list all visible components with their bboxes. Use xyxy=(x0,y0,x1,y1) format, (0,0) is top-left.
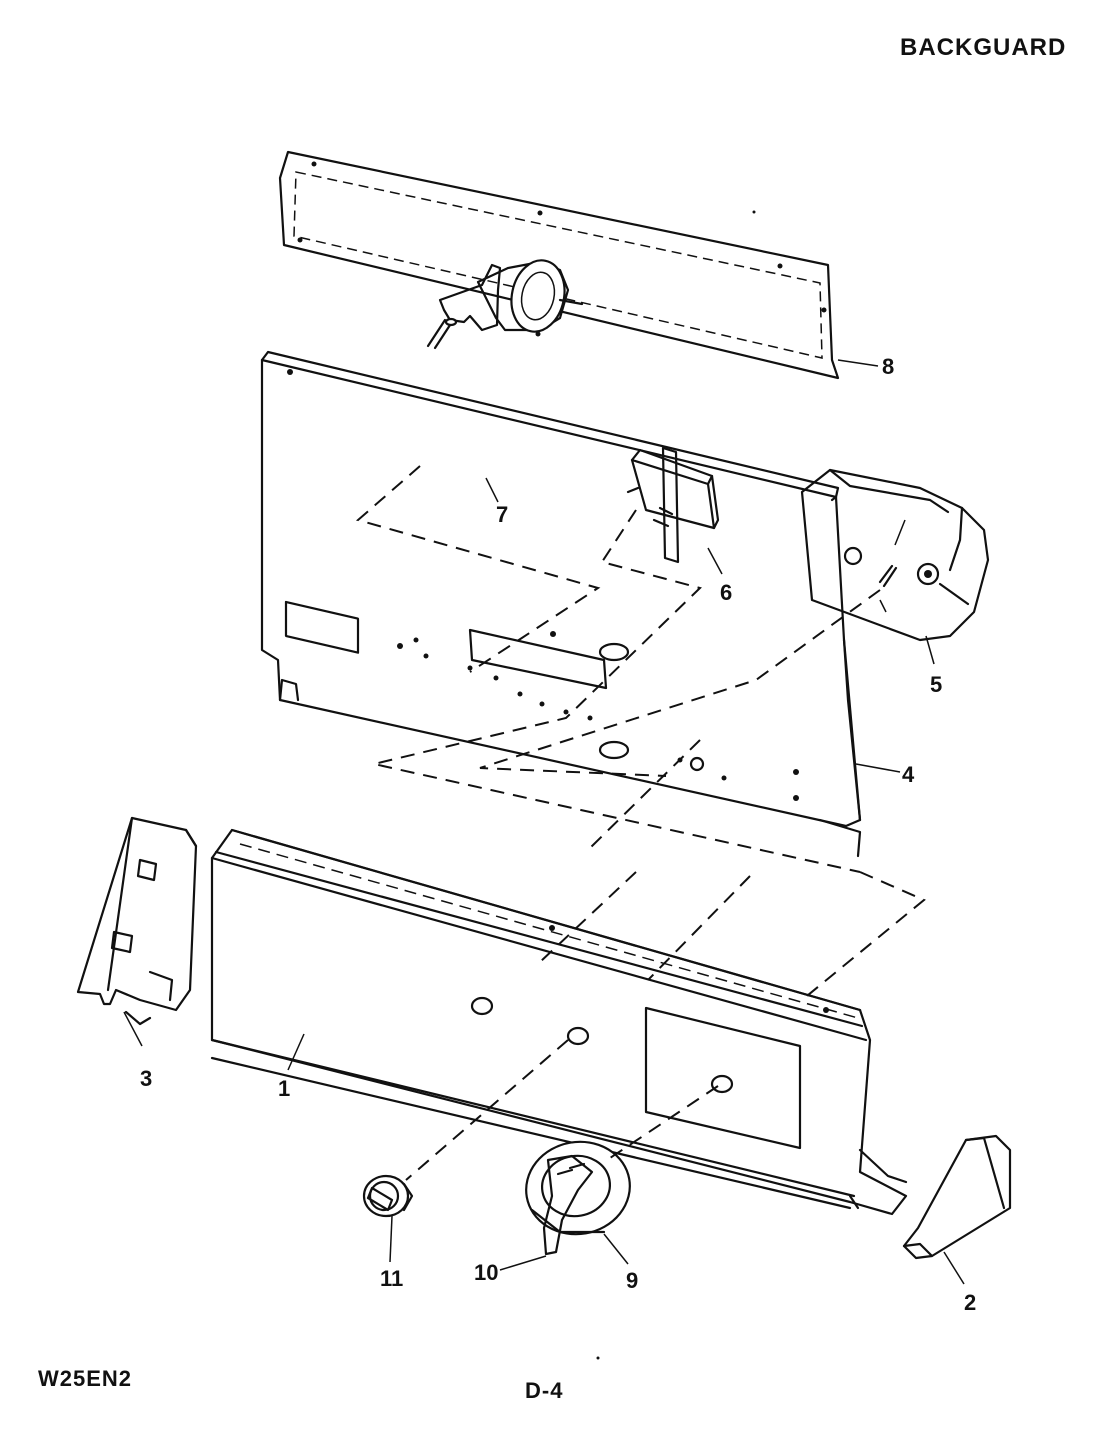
page-title: BACKGUARD xyxy=(900,34,1067,61)
assembly-dashed-lines xyxy=(355,465,926,1181)
part-7-rotary-switch[interactable] xyxy=(426,255,584,350)
callout-4: 4 xyxy=(902,762,915,787)
part-11-small-knob[interactable] xyxy=(362,1174,414,1218)
model-number-label: W25EN2 xyxy=(38,1366,133,1391)
callout-5: 5 xyxy=(930,672,942,697)
part-6-switch-module[interactable] xyxy=(626,446,720,564)
callout-3: 3 xyxy=(140,1066,152,1091)
callout-7: 7 xyxy=(496,502,508,527)
part-10-timer-knob[interactable] xyxy=(542,1154,594,1256)
part-4-control-panel-bracket[interactable] xyxy=(260,350,862,858)
callout-8: 8 xyxy=(882,354,894,379)
callout-2: 2 xyxy=(964,1290,976,1315)
part-8-back-gasket-panel[interactable] xyxy=(278,150,840,380)
page-number-label: D-4 xyxy=(525,1378,564,1403)
callout-leader-lines xyxy=(123,359,965,1285)
part-9-dial-skirt[interactable] xyxy=(519,1134,637,1243)
callout-11: 11 xyxy=(380,1266,403,1291)
callout-9: 9 xyxy=(626,1268,638,1293)
part-1-backguard-housing[interactable] xyxy=(210,828,908,1216)
part-3-left-end-cap[interactable] xyxy=(76,816,198,1026)
part-5-timer[interactable] xyxy=(800,468,990,642)
callout-6: 6 xyxy=(720,580,732,605)
callout-1: 1 xyxy=(278,1076,290,1101)
part-2-right-end-cap[interactable] xyxy=(902,1134,1012,1260)
callout-10: 10 xyxy=(474,1260,498,1285)
